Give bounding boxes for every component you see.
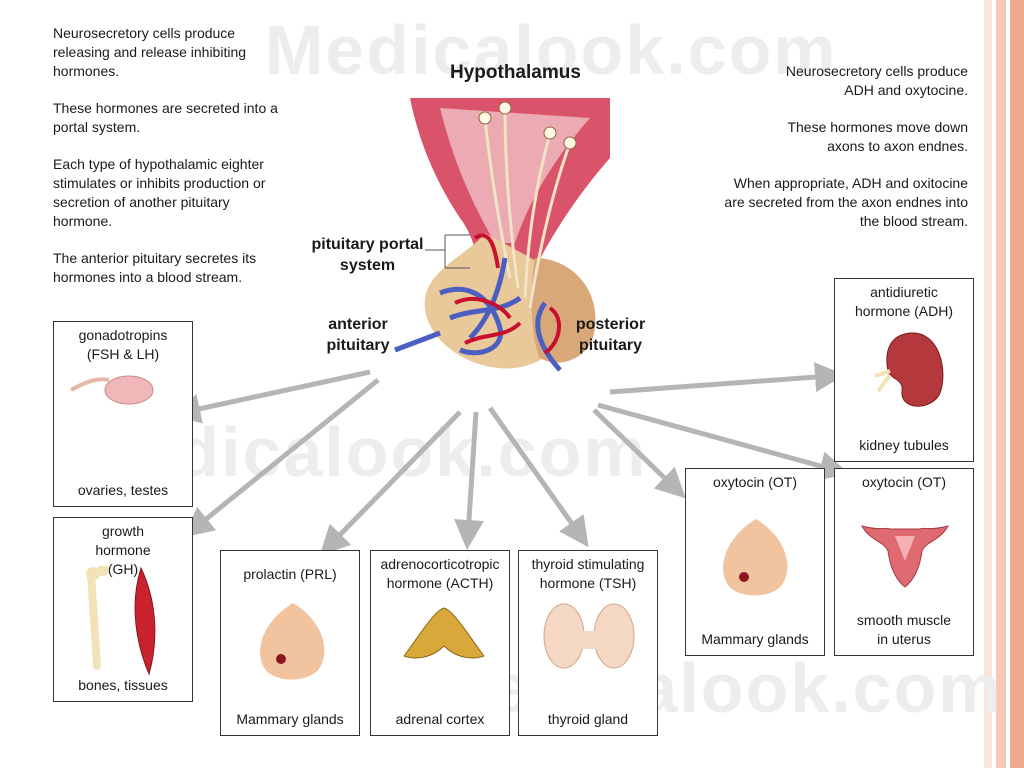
breast-icon [723,519,788,596]
box-adh-target: kidney tubules [859,437,949,453]
box-growth-hormone-label: growth hormone (GH) [95,523,151,577]
box-oxytocin-uterus-target: smooth muscle in uterus [856,612,952,647]
box-gonadotropins-target: ovaries, testes [77,482,169,498]
ovary-icon [70,375,154,405]
label-portal-system: pituitary portal system [311,236,424,274]
right-description: Neurosecretory cells produce ADH and oxy… [718,62,968,249]
box-adh: antidiuretic hormone (ADH) kidney tubule… [834,278,974,462]
box-adh-hormone: antidiuretic hormone (ADH) [854,284,954,319]
arrow-to-tsh [487,406,589,548]
box-acth-target: adrenal cortex [395,711,485,727]
decor-stripe-dark [1010,0,1024,768]
portal-bracket [425,234,470,269]
pituitary-illustration [394,98,610,372]
arrow-to-oxytocin-uterus [597,402,850,481]
box-oxytocin-breast: oxytocin (OT) Mammary glands [685,468,825,656]
box-oxytocin-uterus: oxytocin (OT) smooth muscle in uterus [834,468,974,656]
box-oxytocin-uterus-hormone: oxytocin (OT) [861,474,946,490]
box-gonadotropins-hormone: gonadotropins (FSH & LH) [78,327,168,362]
arrow-to-acth [454,411,484,550]
left-text-4: The anterior pituitary secretes its horm… [53,250,257,285]
kidney-icon [874,332,944,407]
box-acth: adrenocorticotropic hormone (ACTH) adren… [370,550,510,736]
box-gonadotropins: gonadotropins (FSH & LH) ovaries, testes [53,321,193,507]
right-text-3: When appropriate, ADH and oxitocine are … [724,175,968,229]
label-anterior-pituitary: anterior pituitary [326,316,390,354]
box-growth-hormone-target: bones, tissues [78,677,168,693]
arrow-to-adh [609,362,845,395]
box-prolactin-hormone: prolactin (PRL) [243,566,337,582]
arrow-to-prolactin [319,410,462,556]
bone-muscle-icon [86,566,156,676]
box-oxytocin-breast-target: Mammary glands [701,631,809,647]
arrow-to-gonadotropins [170,369,371,424]
arrow-to-oxytocin-breast [592,408,686,499]
diagram-title: Hypothalamus [450,62,581,83]
label-posterior-pituitary: posterior pituitary [575,316,646,354]
thyroid-icon [543,603,635,669]
decor-stripe-mid [996,0,1006,768]
breast-icon [260,603,325,680]
box-prolactin: prolactin (PRL) Mammary glands [220,550,360,736]
watermark-top: Medicalook.com [265,11,838,89]
right-text-2: These hormones move down axons to axon e… [787,119,968,154]
box-tsh-hormone: thyroid stimulating hormone (TSH) [531,556,645,591]
left-text-1: Neurosecretory cells produce releasing a… [53,25,247,79]
adrenal-icon [403,607,485,659]
box-acth-hormone: adrenocorticotropic hormone (ACTH) [380,556,500,591]
box-tsh: thyroid stimulating hormone (TSH) thyroi… [518,550,658,736]
uterus-icon [861,525,949,588]
arrow-to-growth [183,378,380,538]
decor-stripe-light [984,0,992,768]
left-text-2: These hormones are secreted into a porta… [53,100,278,135]
box-tsh-target: thyroid gland [547,711,629,727]
box-prolactin-target: Mammary glands [236,711,344,727]
box-oxytocin-breast-hormone: oxytocin (OT) [712,474,797,490]
box-growth-hormone: growth hormone (GH) bones, tissues [53,517,193,702]
right-text-1: Neurosecretory cells produce ADH and oxy… [785,63,968,98]
left-text-3: Each type of hypothalamic eighter stimul… [53,156,266,229]
left-description: Neurosecretory cells produce releasing a… [53,24,278,305]
